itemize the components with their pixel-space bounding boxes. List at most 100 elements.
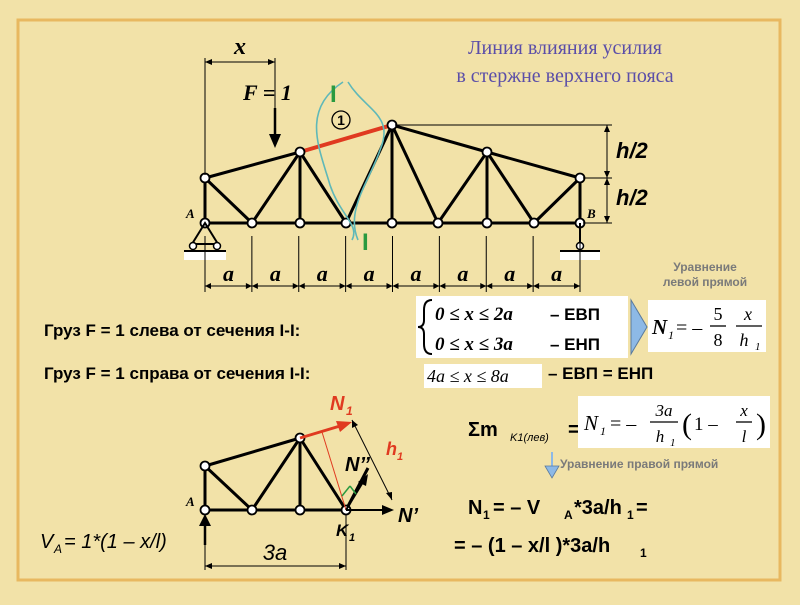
panel-dim-arrow [251,283,258,289]
k1-mark [349,485,357,495]
panel-dim-arrow [345,283,352,289]
free-body-truss [203,436,370,512]
frac-3a: 3a [655,401,673,420]
eq-sign-2: = – [610,413,637,435]
truss-diagonal [532,176,582,225]
left-line-caption-1: Уравнение [673,260,737,274]
panel-label: a [457,261,468,286]
panel-label: a [364,261,375,286]
panel-dim-arrow [245,283,252,289]
slide-border [16,18,782,582]
frac-h1-sub: 1 [755,341,761,353]
joint [246,217,258,229]
result-n1: N [468,497,482,519]
frac-h1: h [740,330,749,350]
panel-dim-arrow [205,283,211,289]
result-h1-sub: 1 [627,508,634,522]
panel-dim-arrow [292,283,299,289]
member-number-circle [331,110,351,130]
force-arrowhead [269,134,281,148]
one-minus: 1 – [694,414,718,435]
joint [246,504,258,516]
joint [294,504,306,516]
result-n1-rhs: = – V [493,497,541,519]
truss-diagonal [250,151,302,224]
title-line-2: в стержне верхнего пояса [456,65,673,87]
joint [386,217,398,229]
n1-right-sub: 1 [600,424,606,438]
frac-x-2: x [739,401,748,420]
panel-label: a [270,261,281,286]
label-h1: h [386,439,397,459]
moment-sub: K1(лев) [510,432,549,444]
panel-dim-arrow [480,283,487,289]
truss-diagonal [485,151,536,224]
paren-open: ( [682,408,692,441]
panel-dim-arrow [486,283,493,289]
label-section-top: I [330,81,337,108]
case-3-tag: – ЕВП = ЕНП [548,364,653,383]
panel-dim-arrow [433,283,440,289]
label-N1: N [330,393,345,415]
joint [528,217,540,229]
n1-right: N [583,411,599,435]
joint [199,460,211,472]
result-line-2-sub: 1 [640,546,647,560]
label-K1-sub: 1 [349,532,355,544]
panel-label: a [410,261,421,286]
label-N1-sub: 1 [346,404,353,418]
down-arrow-head [544,465,560,479]
n1-left-sub: 1 [668,328,674,342]
joint [481,146,493,158]
fb-diagonal [203,464,254,512]
n2-force-line [345,481,364,511]
left-line-caption-2: левой прямой [663,275,747,289]
moment-eq: Σm [468,419,498,441]
panel-dim-arrow [574,283,580,289]
n1p-force-head [382,505,394,515]
label-h-bottom: h/2 [616,185,649,210]
case-1-tag: – ЕВП [550,305,600,324]
result-n1-sub: 1 [483,508,490,522]
case-3-box [424,364,542,388]
n1-force-head [336,421,352,432]
result-n1-end: *3a/h [574,497,622,519]
frac-h1b-sub: 1 [670,437,676,449]
section-curve [315,81,355,241]
label-x: x [233,34,246,60]
joint [432,217,444,229]
fb-diagonal [298,437,348,511]
label-h-top: h/2 [616,138,649,163]
panel-label: a [223,261,234,286]
truss-diagonal [203,176,254,225]
panel-dim-arrow [439,283,446,289]
n1-force-line [299,424,341,440]
label-B: B [586,206,596,221]
load-left-text: Груз F = 1 слева от сечения I-I: [44,321,300,340]
label-F: F = 1 [242,80,292,105]
fb-top-chord [204,436,301,468]
label-A-top: A [185,206,195,221]
panel-dim-arrow [386,283,393,289]
label-h1-sub: 1 [397,451,403,463]
frac-8: 8 [714,330,723,350]
eq-sign: = – [676,317,703,339]
n2-force-head [358,474,368,486]
label-A-lower: A [185,494,195,509]
label-N2: N’’ [345,454,370,476]
label-VA: V [40,531,55,553]
truss-diagonal [298,151,348,224]
result-va-sub: A [564,508,573,522]
label-VA-sub: A [53,542,62,556]
member-1 [299,123,393,154]
label-section-bottom: I [362,229,369,256]
case-1: 0 ≤ x ≤ 2a [435,304,513,325]
panel-dim-arrow [339,283,346,289]
frac-5: 5 [714,304,723,324]
panel-dim-arrow [533,283,540,289]
joint [199,504,211,516]
n1-left: N [651,315,668,339]
panel-label: a [317,261,328,286]
